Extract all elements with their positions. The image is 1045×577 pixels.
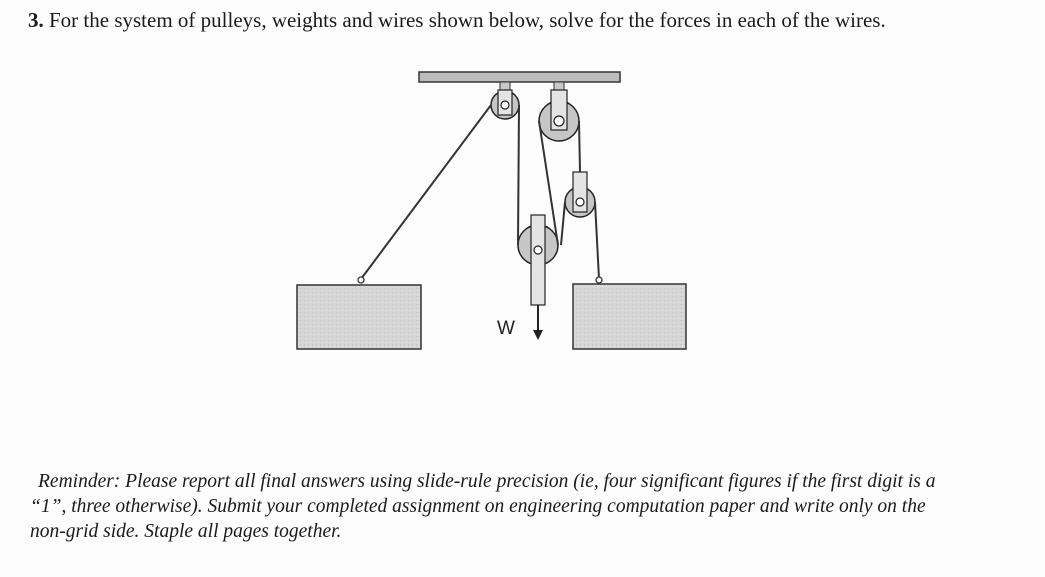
pulley-a (490, 81, 520, 120)
weight-arrow (533, 305, 543, 340)
right-anchor (595, 276, 603, 284)
wires (360, 104, 600, 280)
pulley-c (564, 171, 596, 218)
reminder-line-1: Reminder: Please report all final answer… (38, 471, 936, 492)
weight-label: W (497, 318, 515, 339)
pulley-b (538, 81, 580, 142)
reminder-line-2: “1”, three otherwise). Submit your compl… (30, 496, 926, 517)
reminder-note: Reminder: Please report all final answer… (30, 469, 1020, 544)
left-block (296, 284, 422, 350)
question-number: 3. (28, 8, 44, 32)
question-text: For the system of pulleys, weights and w… (49, 8, 886, 32)
left-anchor (357, 276, 365, 284)
right-block (572, 283, 687, 350)
ceiling-beam (418, 71, 621, 83)
pulley-d (517, 214, 559, 306)
question-statement: 3. For the system of pulleys, weights an… (28, 6, 886, 34)
reminder-line-3: non-grid side. Staple all pages together… (30, 521, 342, 542)
